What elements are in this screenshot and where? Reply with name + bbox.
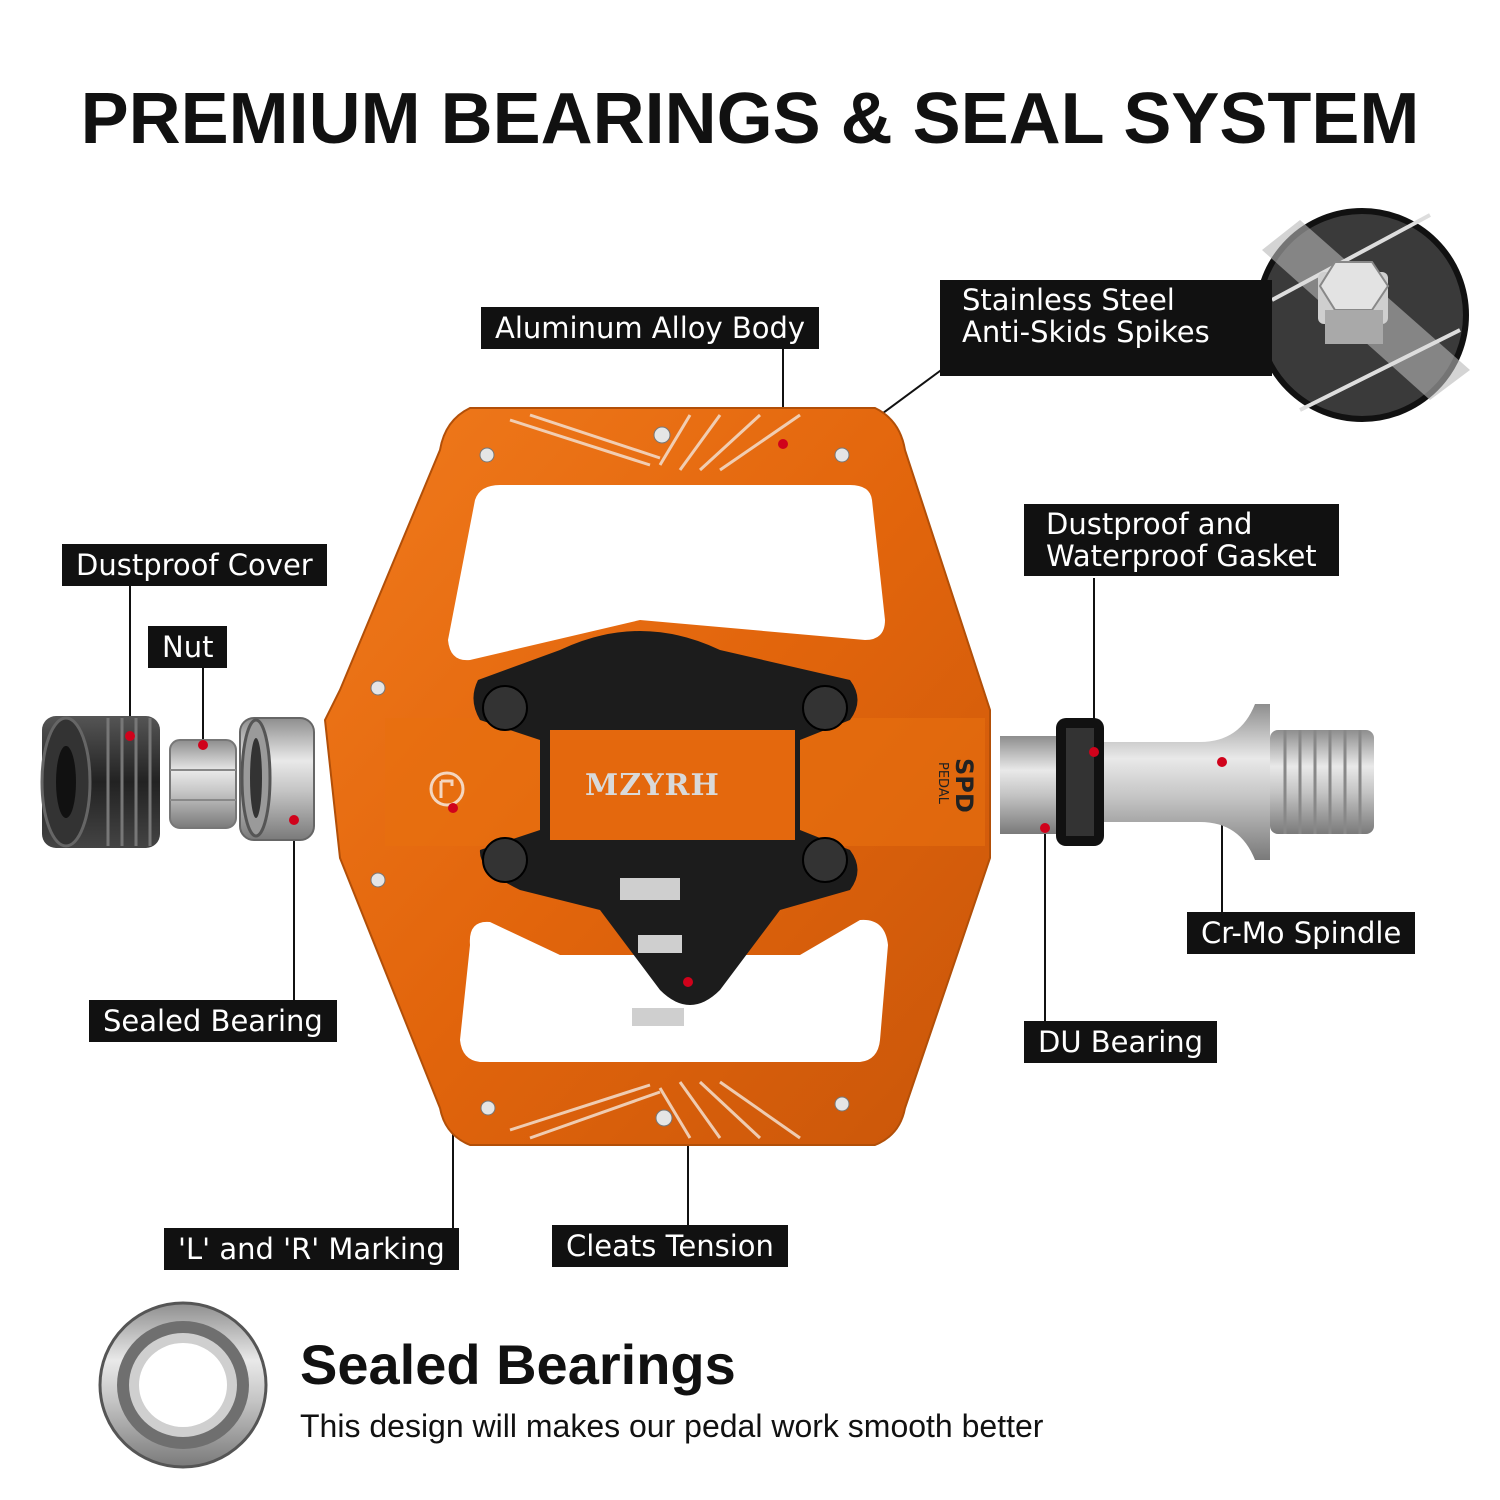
- spd-text: SPD: [950, 758, 978, 813]
- label-dustproof-cover: Dustproof Cover: [62, 544, 327, 586]
- label-gasket: Dustproof and Waterproof Gasket: [1024, 504, 1339, 576]
- sealed-bearing-part: [239, 717, 315, 841]
- pedal-text: PEDAL: [935, 762, 950, 804]
- label-lr-marking: 'L' and 'R' Marking: [164, 1228, 459, 1270]
- cleat-mechanism: [473, 631, 858, 1026]
- page-title: PREMIUM BEARINGS & SEAL SYSTEM: [80, 79, 1420, 159]
- label-spikes-line2: Anti-Skids Spikes: [962, 315, 1210, 349]
- label-cleats-tension: Cleats Tension: [552, 1225, 788, 1267]
- footer-title: Sealed Bearings: [300, 1333, 736, 1396]
- label-aluminum-alloy-body: Aluminum Alloy Body: [481, 307, 820, 349]
- label-anti-skid-spikes: Stainless Steel Anti-Skids Spikes: [940, 280, 1272, 376]
- lr-marking-icon: [429, 771, 465, 807]
- nut-part: [169, 739, 237, 829]
- label-gasket-line1: Dustproof and: [1046, 507, 1253, 541]
- spindle-part: [1000, 704, 1374, 860]
- label-gasket-line2: Waterproof Gasket: [1046, 539, 1317, 573]
- label-cr-mo-spindle: Cr-Mo Spindle: [1187, 912, 1416, 954]
- spike-inset: [1255, 208, 1470, 422]
- label-nut: Nut: [148, 626, 228, 668]
- label-spikes-line1: Stainless Steel: [962, 283, 1175, 317]
- footer-subtitle: This design will makes our pedal work sm…: [300, 1408, 1044, 1444]
- brand-logo: MZYRH: [585, 768, 720, 803]
- label-sealed-bearing: Sealed Bearing: [89, 1000, 337, 1042]
- callout-dots: [125, 439, 1227, 987]
- dustproof-cover-part: [40, 716, 160, 848]
- label-du-bearing: DU Bearing: [1024, 1021, 1218, 1063]
- bearing-ring-icon: [98, 1301, 268, 1469]
